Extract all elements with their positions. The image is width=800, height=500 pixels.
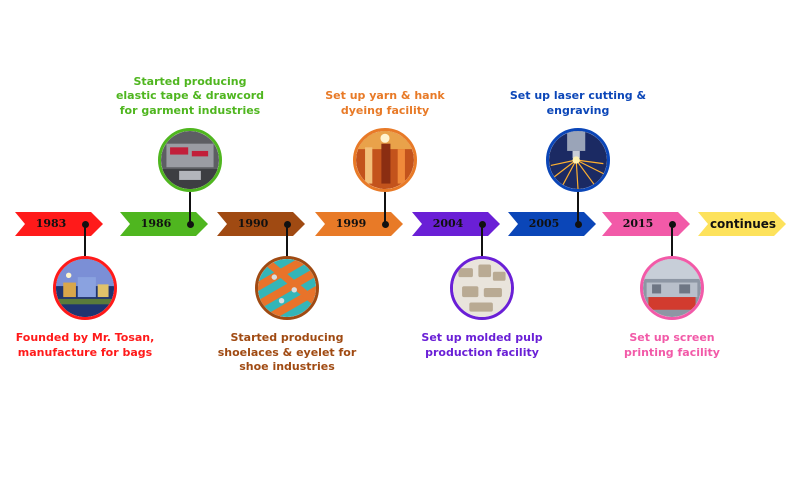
sewing-machine-photo [158,128,222,192]
caption-line: for garment industries [119,103,261,117]
caption-line: Set up screen [629,331,715,344]
year-label: 1999 [335,217,367,230]
arrow-fill [508,212,596,236]
photo-inner [453,259,511,317]
continues-label: continues [709,217,777,231]
milestone-caption: Founded by Mr. Tosan,manufacture for bag… [0,331,175,360]
caption-line: elastic tape & drawcord [115,89,265,102]
molded-pulp-photo [450,256,514,320]
arrow-fill [217,212,305,236]
year-label: 2005 [528,217,560,230]
connector-dot [574,220,582,228]
connector-dot [186,220,194,228]
photo-inner [258,259,316,317]
arrow-fill [15,212,103,236]
connector-line [84,224,86,256]
photo-art [549,131,607,189]
year-label: 1990 [237,217,269,230]
photo-inner [161,131,219,189]
caption-line: Set up yarn & hank [325,89,445,102]
arrow-fill [412,212,500,236]
timeline-arrow-2015: 2015 [602,212,690,236]
caption-line: Founded by Mr. Tosan, [15,331,155,344]
arrow-shape [217,212,305,236]
year-label: 1983 [35,217,67,230]
connector-line [384,192,386,224]
timeline-arrow-continues: continues [698,212,786,236]
timeline-arrow-1983: 1983 [15,212,103,236]
caption-line: Set up laser cutting & [509,89,647,102]
arrow-shape [120,212,208,236]
timeline-arrow-2005: 2005 [508,212,596,236]
caption-line: shoe industries [239,360,335,373]
caption-line: dyeing facility [340,103,430,117]
arrow-shape [508,212,596,236]
yarn-dyeing-photo [353,128,417,192]
timeline-arrow-1999: 1999 [315,212,403,236]
timeline-arrow-1986: 1986 [120,212,208,236]
milestone-caption: Set up laser cutting &engraving [488,89,668,118]
photo-art [643,259,701,317]
arrow-fill [120,212,208,236]
arrow-shape [602,212,690,236]
caption-line: Started producing [133,74,247,88]
caption-line: Started producing [230,331,344,344]
caption-line: manufacture for bags [17,345,153,359]
photo-inner [643,259,701,317]
factory-building-photo [53,256,117,320]
laser-cutting-photo [546,128,610,192]
arrow-shape [315,212,403,236]
year-label: 1986 [140,217,172,230]
year-label: 2015 [622,217,654,230]
arrow-fill [602,212,690,236]
shoelaces-eyelets-photo [255,256,319,320]
timeline-arrow-2004: 2004 [412,212,500,236]
arrow-shape [698,212,786,236]
caption-line: printing facility [624,345,720,359]
screen-printing-photo [640,256,704,320]
caption-line: engraving [546,103,610,117]
arrow-shape [412,212,500,236]
photo-art [258,259,316,317]
arrow-shape [15,212,103,236]
caption-line: shoelaces & eyelet for [217,345,357,359]
photo-art [56,259,114,317]
photo-inner [549,131,607,189]
photo-inner [356,131,414,189]
photo-art [356,131,414,189]
photo-art [453,259,511,317]
year-label: 2004 [432,217,464,230]
timeline-arrow-1990: 1990 [217,212,305,236]
arrow-fill [698,212,786,236]
connector-line [189,192,191,224]
connector-line [286,224,288,256]
connector-line [671,224,673,256]
caption-line: production facility [425,345,539,359]
arrow-fill [315,212,403,236]
caption-line: Set up molded pulp [421,331,543,344]
photo-art [161,131,219,189]
connector-line [481,224,483,256]
photo-inner [56,259,114,317]
connector-dot [381,220,389,228]
connector-line [577,192,579,224]
